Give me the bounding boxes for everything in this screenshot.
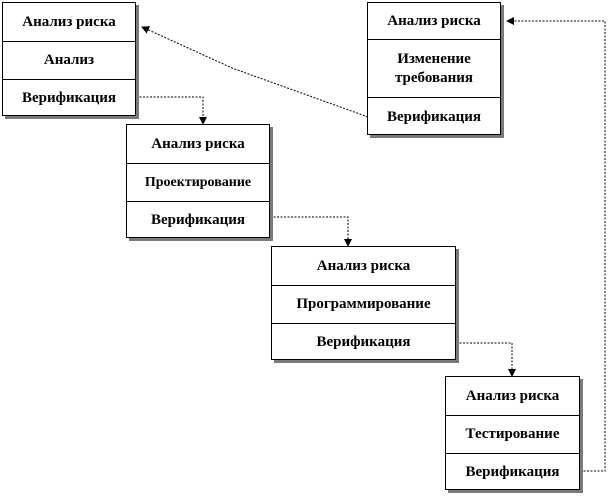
verification-label: Верификация: [368, 97, 500, 136]
arrow-programming-to-testing: [456, 342, 516, 377]
arrow-testing-to-change: [506, 17, 606, 472]
activity-label: Изменение требования: [368, 39, 500, 97]
stage-block-analysis: Анализ риска Анализ Верификация: [2, 2, 136, 116]
stage-block-testing: Анализ риска Тестирование Верификация: [445, 376, 580, 490]
risk-analysis-label: Анализ риска: [465, 387, 560, 404]
arrow-change-to-analysis: [141, 26, 369, 118]
arrow-design-to-programming: [270, 216, 352, 247]
activity-label: Проектирование: [127, 163, 269, 201]
arrow-analysis-to-design: [136, 96, 207, 125]
stage-block-requirements-change: Анализ риска Изменение требования Верифи…: [367, 2, 501, 135]
verification-label: Верификация: [3, 79, 135, 117]
activity-label: Тестирование: [446, 415, 579, 453]
activity-label: Программирование: [272, 285, 455, 323]
risk-analysis-label: Анализ риска: [316, 257, 411, 274]
risk-analysis-label: Анализ риска: [387, 12, 481, 29]
verification-label: Верификация: [446, 453, 579, 491]
risk-analysis-label: Анализ риска: [151, 135, 245, 152]
risk-analysis-label: Анализ риска: [22, 13, 116, 30]
verification-label: Верификация: [127, 201, 269, 239]
verification-label: Верификация: [272, 323, 455, 361]
stage-block-programming: Анализ риска Программирование Верификаци…: [271, 246, 456, 360]
stage-block-design: Анализ риска Проектирование Верификация: [126, 124, 270, 238]
activity-label: Анализ: [3, 41, 135, 79]
